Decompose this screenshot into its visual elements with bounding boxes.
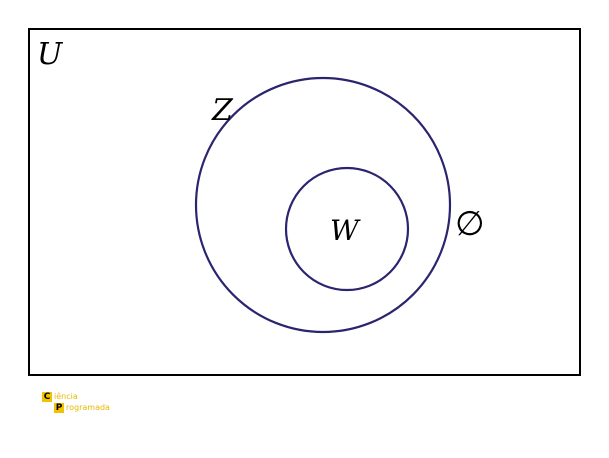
universe-rectangle [28, 28, 581, 376]
set-z-label: Z [211, 93, 234, 128]
logo-c-box [42, 392, 52, 402]
empty-set-label: ∅ [455, 204, 485, 244]
logo-second-word: rogramada [66, 403, 110, 412]
ciencia-programada-logo: C iência P rogramada [42, 392, 132, 418]
set-w-circle [284, 166, 410, 292]
logo-p-box [54, 403, 64, 413]
logo-p-letter: P [55, 403, 63, 413]
set-z-circle [194, 76, 452, 334]
set-w-label: W [330, 214, 361, 247]
logo-first-word: iência [54, 392, 78, 401]
logo-c-letter: C [43, 392, 51, 402]
universe-label: U [37, 37, 64, 72]
